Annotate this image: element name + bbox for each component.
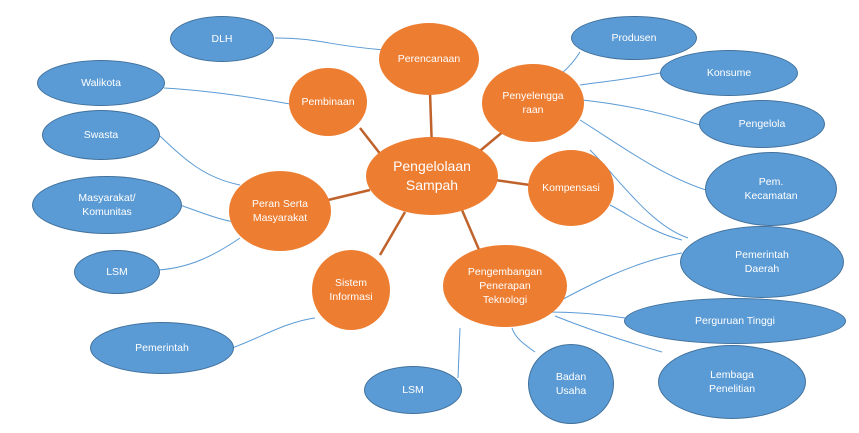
stakeholder-dlh: DLH [170,16,274,62]
link-masyarakat [179,204,236,223]
category-label: Penyelengga raan [502,89,564,116]
link-lsm-bottom [457,327,461,379]
stakeholder-label: Konsume [706,66,752,79]
stakeholder-label: LSM [402,383,424,396]
spoke-sistem-informasi [378,211,407,256]
link-walikota [163,87,291,105]
stakeholder-label: Pemerintah [135,341,189,354]
stakeholder-label: Pengelola [738,117,786,130]
category-kompensasi: Kompensasi [528,150,614,226]
spoke-pengembangan [460,209,482,253]
stakeholder-lembaga-penelitian: Lembaga Penelitian [658,345,806,419]
link-badan-usaha [511,327,536,353]
stakeholder-label: Pemerintah Daerah [735,248,789,275]
stakeholder-label: Perguruan Tinggi [695,314,775,327]
category-pembinaan: Pembinaan [289,68,367,136]
stakeholder-label: Walikota [81,76,121,89]
stakeholder-swasta: Swasta [42,110,160,160]
category-label: Perencanaan [397,52,461,65]
link-pem-kecamatan [579,119,707,191]
stakeholder-label: Badan Usaha [555,370,587,397]
link-konsumen [579,72,661,86]
category-label: Sistem Informasi [329,276,373,303]
stakeholder-produsen: Produsen [571,16,697,60]
category-sistem-informasi: Sistem Informasi [312,250,390,330]
stakeholder-pengelola: Pengelola [699,100,825,148]
central-node: Pengelolaan Sampah [366,137,498,215]
stakeholder-label: Lembaga Penelitian [708,368,756,395]
stakeholder-label: DLH [211,32,233,45]
spoke-peran-serta [327,188,371,202]
category-peran-serta: Peran Serta Masyarakat [229,171,331,251]
category-label: Pengembangan Penerapan Teknologi [467,265,543,307]
link-dlh [274,37,386,51]
stakeholder-perguruan-tinggi: Perguruan Tinggi [624,298,846,344]
stakeholder-pem-kecamatan: Pem. Kecamatan [705,152,837,226]
link-lsm-left [157,237,241,271]
link-pemerintah-daerah-2 [609,204,683,241]
link-swasta [159,135,241,186]
link-pemerintah-daerah-1 [551,252,683,306]
stakeholder-lsm-left: LSM [74,250,160,294]
stakeholder-walikota: Walikota [37,60,165,106]
category-penyelenggaraan: Penyelengga raan [482,64,584,142]
stakeholder-label: Pem. Kecamatan [744,175,798,202]
category-pengembangan: Pengembangan Penerapan Teknologi [443,245,567,327]
link-pemerintah-left [231,317,316,349]
stakeholder-label: LSM [106,265,128,278]
category-label: Peran Serta Masyarakat [251,197,309,224]
stakeholder-pemerintah-left: Pemerintah [90,322,234,374]
stakeholder-label: Masyarakat/ Komunitas [78,191,136,218]
stakeholder-lsm-bottom: LSM [364,366,462,414]
spoke-kompensasi [494,178,531,187]
stakeholder-label: Produsen [611,31,657,44]
link-produsen [561,51,581,74]
category-label: Pembinaan [301,95,355,108]
category-perencanaan: Perencanaan [379,23,479,95]
category-label: Kompensasi [542,181,600,194]
link-perguruan-tinggi [547,311,626,319]
link-pengelola [581,99,701,126]
stakeholder-label: Swasta [83,128,119,141]
link-lembaga [554,315,663,353]
stakeholder-masyarakat: Masyarakat/ Komunitas [32,176,182,234]
stakeholder-badan-usaha: Badan Usaha [528,344,614,424]
stakeholder-pemerintah-daerah: Pemerintah Daerah [680,226,844,298]
stakeholder-konsumen: Konsume [660,50,798,96]
central-node-label: Pengelolaan Sampah [393,158,471,193]
